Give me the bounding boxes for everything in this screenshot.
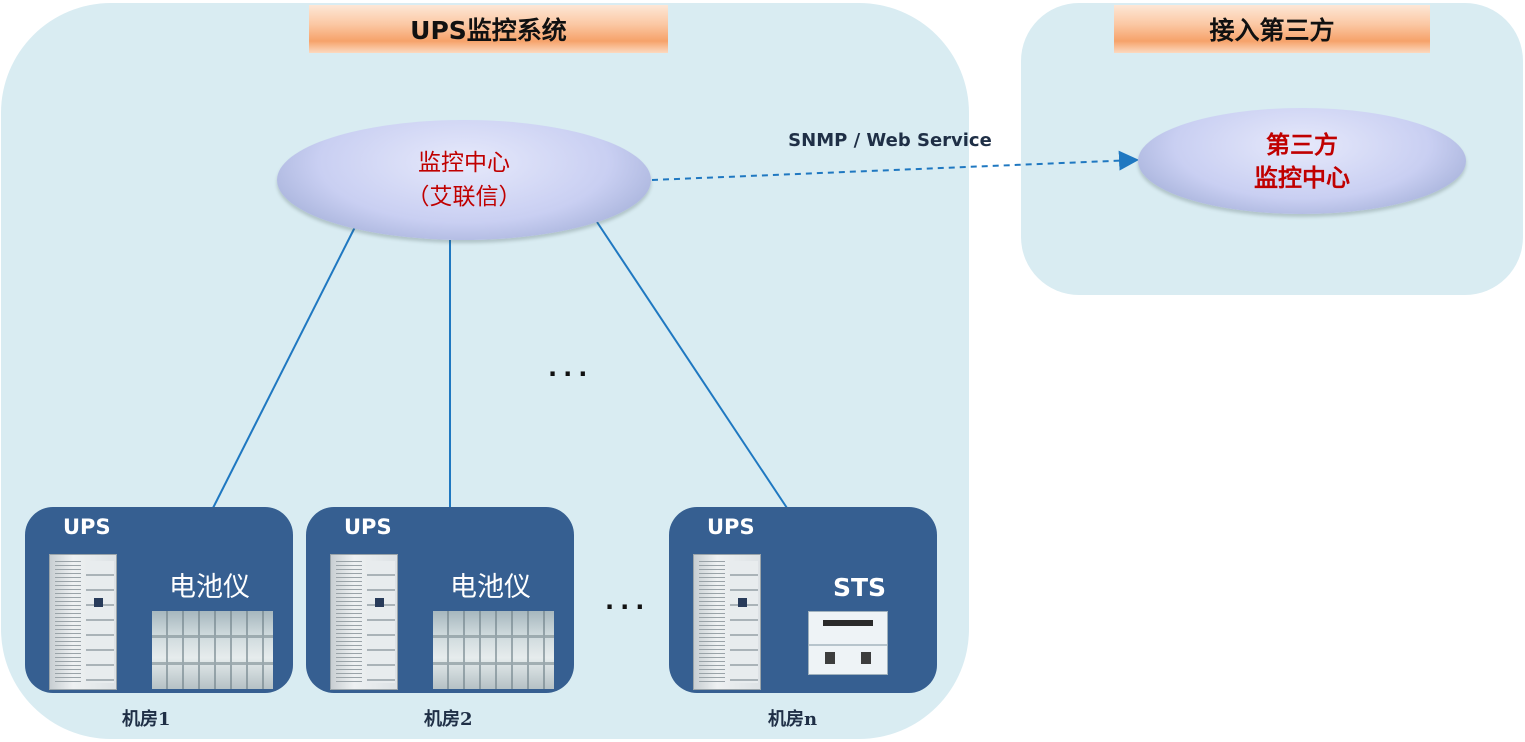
- third-party-center-line1: 第三方: [1266, 130, 1338, 159]
- ups-label: UPS: [344, 515, 392, 539]
- room-n: UPS STS: [669, 507, 937, 693]
- ups-label: UPS: [707, 515, 755, 539]
- battery-monitor-label: 电池仪: [169, 572, 250, 603]
- monitor-center-node: 监控中心 （艾联信）: [277, 120, 651, 240]
- ups-label: UPS: [63, 515, 111, 539]
- sts-device-icon: [808, 611, 888, 675]
- ups-cabinet-icon: [693, 554, 761, 690]
- more-rooms-ellipsis: ···: [605, 593, 651, 621]
- link-room-1: [212, 226, 356, 509]
- third-party-title: 接入第三方: [1114, 5, 1430, 53]
- link-third-party: [651, 150, 1139, 181]
- battery-bank-icon: [152, 611, 273, 689]
- room-1-caption: 机房1: [122, 709, 171, 730]
- room-1: UPS 电池仪: [25, 507, 293, 693]
- third-party-center-node: 第三方 监控中心: [1138, 108, 1466, 214]
- sts-label: STS: [833, 573, 887, 602]
- ups-system-title: UPS监控系统: [309, 5, 668, 53]
- battery-bank-icon: [433, 611, 554, 689]
- monitor-center-vendor: （艾联信）: [406, 184, 522, 210]
- more-links-ellipsis: ···: [548, 360, 594, 388]
- ups-cabinet-icon: [330, 554, 398, 690]
- room-2: UPS 电池仪: [306, 507, 574, 693]
- ups-cabinet-icon: [49, 554, 117, 690]
- protocol-label: SNMP / Web Service: [788, 130, 992, 151]
- monitor-center-name: 监控中心: [418, 150, 510, 176]
- battery-monitor-label: 电池仪: [450, 572, 531, 603]
- link-room-n: [596, 221, 788, 509]
- room-n-caption: 机房n: [768, 709, 818, 730]
- room-2-caption: 机房2: [424, 709, 473, 730]
- third-party-center-line2: 监控中心: [1254, 163, 1350, 192]
